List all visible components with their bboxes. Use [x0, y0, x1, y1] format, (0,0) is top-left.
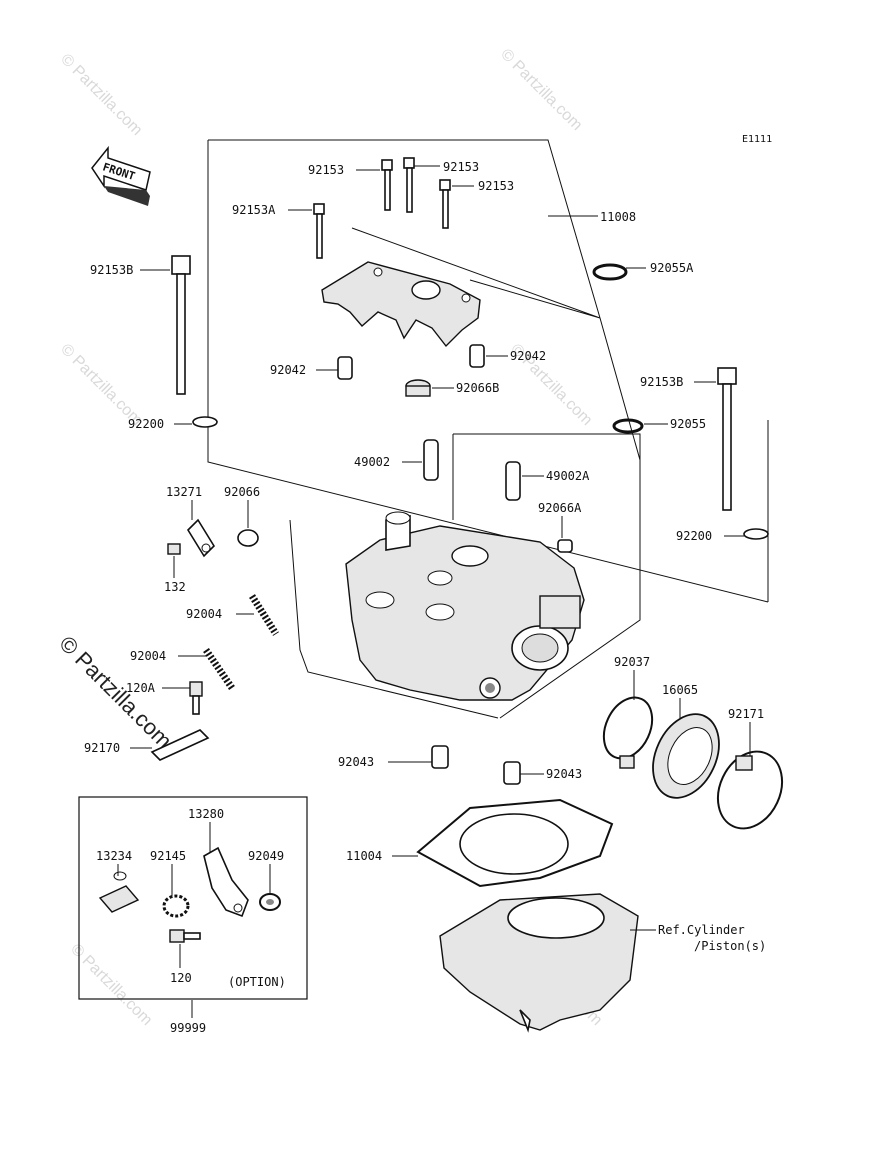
assembly-frames [207, 139, 769, 719]
sensor-icon-13234 [98, 871, 140, 913]
pin-icon-92066A [557, 539, 573, 553]
label-92200-right: 92200 [676, 529, 712, 543]
long-bolt-icon-right [717, 367, 737, 511]
head-gasket-icon [416, 798, 614, 888]
label-92043-right: 92043 [546, 767, 582, 781]
label-ref-cylinder-1: Ref.Cylinder [658, 923, 745, 937]
valve-guide-icon-49002 [423, 439, 439, 481]
label-13234: 13234 [96, 849, 132, 863]
label-11004: 11004 [346, 849, 382, 863]
cylinder-icon [439, 893, 639, 1033]
bolt-icon-92153-1 [381, 159, 393, 211]
label-92043-left: 92043 [338, 755, 374, 769]
bolt-icon-92153A [313, 203, 325, 259]
spring-icon-92145 [162, 894, 190, 918]
part-labels: 92153 92153 92153 92153A 11008 92153B 92… [84, 160, 766, 1035]
plug-icon-92066B [405, 379, 431, 397]
label-13271: 13271 [166, 485, 202, 499]
dowel-pin-icon-left [337, 356, 353, 380]
cylinder-head [345, 511, 585, 701]
label-92037: 92037 [614, 655, 650, 669]
label-92066A: 92066A [538, 501, 582, 515]
dowel-pin-icon-92043-right [503, 761, 521, 785]
washer-icon-right [743, 528, 769, 540]
label-99999: 99999 [170, 1021, 206, 1035]
label-92171: 92171 [728, 707, 764, 721]
label-92170: 92170 [84, 741, 120, 755]
label-92153-b: 92153 [443, 160, 479, 174]
o-ring-icon-92055 [612, 418, 644, 434]
watermark-1: © Partzilla.com [57, 51, 145, 139]
label-120: 120 [170, 971, 192, 985]
label-13280: 13280 [188, 807, 224, 821]
label-92049: 92049 [248, 849, 284, 863]
valve-guide-icon-49002A [505, 461, 521, 501]
label-92004-a: 92004 [186, 607, 222, 621]
label-92066: 92066 [224, 485, 260, 499]
label-92153B-left: 92153B [90, 263, 133, 277]
dowel-pin-icon-right [469, 344, 485, 368]
label-92153-c: 92153 [478, 179, 514, 193]
long-bolt-icon-left [171, 255, 191, 395]
cap-icon-92066 [237, 529, 259, 547]
guide-icon-13271 [186, 518, 216, 558]
spring-icon-92004-2 [203, 648, 235, 690]
clamp-icon-92037 [602, 696, 654, 769]
option-box [78, 796, 308, 1000]
clamp-icon-92171 [716, 750, 784, 830]
label-11008: 11008 [600, 210, 636, 224]
label-92055A: 92055A [650, 261, 694, 275]
lever-icon-13280 [203, 846, 249, 918]
label-49002A: 49002A [546, 469, 590, 483]
label-49002: 49002 [354, 455, 390, 469]
label-92200-left: 92200 [128, 417, 164, 431]
watermark-2: © Partzilla.com [497, 46, 585, 134]
plate-icon-92170 [150, 729, 210, 761]
leader-lines [117, 165, 751, 1018]
label-option: (OPTION) [228, 975, 286, 989]
spring-icon-92004-1 [249, 594, 279, 636]
label-92153-a: 92153 [308, 163, 344, 177]
bolt-icon-120A [189, 681, 203, 715]
watermark-5: © Partzilla.com [67, 941, 155, 1029]
label-92066B: 92066B [456, 381, 499, 395]
o-ring-icon-92055A [592, 263, 628, 281]
label-92145: 92145 [150, 849, 186, 863]
label-92055: 92055 [670, 417, 706, 431]
bolt-icon-120 [169, 929, 201, 943]
intake-duct-icon-16065 [652, 713, 720, 799]
camshaft-holder [321, 261, 481, 348]
front-arrow-icon: FRONT [91, 145, 151, 206]
bolt-icon-92153-2 [403, 157, 415, 213]
diagram-code: E1111 [742, 134, 772, 145]
label-132: 132 [164, 580, 186, 594]
label-ref-cylinder-2: /Piston(s) [694, 939, 766, 953]
dowel-pin-icon-92043-left [431, 745, 449, 769]
label-92042-left: 92042 [270, 363, 306, 377]
label-120A: 120A [126, 681, 156, 695]
bolt-icon-132 [167, 543, 181, 555]
washer-icon-left [192, 416, 218, 428]
bolt-icon-92153-3 [439, 179, 451, 229]
label-92153A: 92153A [232, 203, 276, 217]
label-92004-b: 92004 [130, 649, 166, 663]
watermark-3: © Partzilla.com [57, 341, 145, 429]
label-16065: 16065 [662, 683, 698, 697]
label-92042-right: 92042 [510, 349, 546, 363]
label-92153B-right: 92153B [640, 375, 683, 389]
seal-icon-92049 [259, 893, 281, 911]
